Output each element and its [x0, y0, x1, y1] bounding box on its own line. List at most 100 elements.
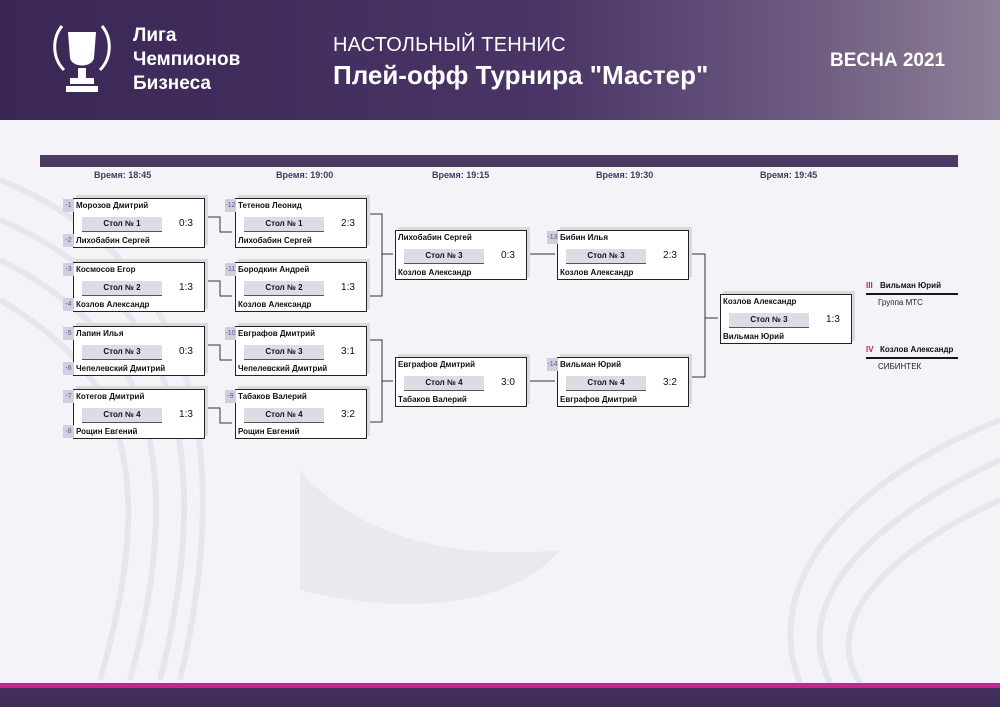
player-name: Рощин Евгений — [238, 427, 300, 436]
player-name: Лапин Илья — [76, 329, 124, 338]
match-score: 1:3 — [341, 282, 355, 293]
seed-tag: -1 — [63, 199, 74, 212]
time-bar — [40, 155, 958, 167]
player-name: Рощин Евгений — [76, 427, 138, 436]
seed-tag: -7 — [63, 390, 74, 403]
place-rank: IV — [866, 345, 874, 354]
table-label: Стол № 3 — [82, 345, 162, 360]
player-name: Табаков Валерий — [398, 395, 467, 404]
match-card: -1 -2 Морозов Дмитрий Стол № 1 0:3 Лихоб… — [63, 198, 205, 248]
match-card: -13 Бибин Илья Стол № 3 2:3 Козлов Алекс… — [547, 230, 689, 280]
seed-tag: -3 — [63, 263, 74, 276]
place-team: СИБИНТЕК — [878, 362, 922, 371]
table-label: Стол № 3 — [404, 249, 484, 264]
table-label: Стол № 2 — [82, 281, 162, 296]
match-score: 3:2 — [663, 377, 677, 388]
footer-bar — [0, 683, 1000, 707]
table-label: Стол № 3 — [244, 345, 324, 360]
player-name: Бородкин Андрей — [238, 265, 310, 274]
match-score: 3:0 — [501, 377, 515, 388]
table-label: Стол № 3 — [566, 249, 646, 264]
match-score: 0:3 — [501, 250, 515, 261]
player-name: Вильман Юрий — [723, 332, 784, 341]
table-label: Стол № 3 — [729, 313, 809, 328]
place-entry: III Вильман Юрий — [866, 281, 958, 295]
trophy-icon — [53, 25, 111, 92]
match-card: -5 -6 Лапин Илья Стол № 3 0:3 Чепелевски… — [63, 326, 205, 376]
player-name: Лихобабин Сергей — [238, 236, 312, 245]
table-label: Стол № 4 — [404, 376, 484, 391]
seed-tag: -9 — [225, 390, 236, 403]
match-card: -11 Бородкин Андрей Стол № 2 1:3 Козлов … — [225, 262, 367, 312]
final-match-card: Козлов Александр Стол № 3 1:3 Вильман Юр… — [720, 294, 852, 344]
page-title: Плей-офф Турнира "Мастер" — [333, 60, 709, 90]
player-name: Бибин Илья — [560, 233, 608, 242]
time-label: Время: 19:30 — [596, 170, 654, 180]
seed-tag: -14 — [547, 358, 558, 371]
time-label: Время: 19:00 — [276, 170, 334, 180]
place-team: Группа МТС — [878, 298, 923, 307]
match-score: 3:1 — [341, 346, 355, 357]
match-card: -12 Тетенов Леонид Стол № 1 2:3 Лихобаби… — [225, 198, 367, 248]
seed-tag: -12 — [225, 199, 236, 212]
match-score: 0:3 — [179, 218, 193, 229]
player-name: Морозов Дмитрий — [76, 201, 149, 210]
seed-tag: -13 — [547, 231, 558, 244]
place-entry: IV Козлов Александр — [866, 345, 958, 359]
seed-tag: -8 — [63, 425, 74, 438]
player-name: Евграфов Дмитрий — [238, 329, 316, 338]
player-name: Лихобабин Сергей — [398, 233, 472, 242]
match-score: 0:3 — [179, 346, 193, 357]
match-card: Лихобабин Сергей Стол № 3 0:3 Козлов Але… — [395, 230, 527, 280]
time-label: Время: 19:15 — [432, 170, 490, 180]
player-name: Козлов Александр — [723, 297, 797, 306]
seed-tag: -6 — [63, 362, 74, 375]
season-label: ВЕСНА 2021 — [830, 50, 946, 71]
player-name: Козлов Александр — [398, 268, 472, 277]
player-name: Табаков Валерий — [238, 392, 307, 401]
place-rank: III — [866, 281, 873, 290]
seed-tag: -4 — [63, 298, 74, 311]
match-card: -10 Евграфов Дмитрий Стол № 3 3:1 Чепеле… — [225, 326, 367, 376]
match-score: 1:3 — [179, 282, 193, 293]
player-name: Лихобабин Сергей — [76, 236, 150, 245]
table-label: Стол № 1 — [82, 217, 162, 232]
match-card: Евграфов Дмитрий Стол № 4 3:0 Табаков Ва… — [395, 357, 527, 407]
player-name: Вильман Юрий — [560, 360, 621, 369]
time-label: Время: 18:45 — [94, 170, 152, 180]
player-name: Котегов Дмитрий — [76, 392, 145, 401]
place-name: Вильман Юрий — [880, 281, 941, 290]
sport-label: НАСТОЛЬНЫЙ ТЕННИС — [333, 34, 566, 56]
match-card: -14 Вильман Юрий Стол № 4 3:2 Евграфов Д… — [547, 357, 689, 407]
match-card: -7 -8 Котегов Дмитрий Стол № 4 1:3 Рощин… — [63, 389, 205, 439]
player-name: Чепелевский Дмитрий — [76, 364, 166, 373]
table-label: Стол № 2 — [244, 281, 324, 296]
match-score: 2:3 — [341, 218, 355, 229]
table-label: Стол № 1 — [244, 217, 324, 232]
player-name: Козлов Александр — [560, 268, 634, 277]
match-score: 1:3 — [826, 314, 840, 325]
seed-tag: -2 — [63, 234, 74, 247]
player-name: Евграфов Дмитрий — [398, 360, 476, 369]
seed-tag: -10 — [225, 327, 236, 340]
match-score: 2:3 — [663, 250, 677, 261]
player-name: Тетенов Леонид — [238, 201, 302, 210]
table-label: Стол № 4 — [244, 408, 324, 423]
table-label: Стол № 4 — [566, 376, 646, 391]
place-name: Козлов Александр — [880, 345, 954, 354]
match-card: -3 -4 Космосов Егор Стол № 2 1:3 Козлов … — [63, 262, 205, 312]
match-card: -9 Табаков Валерий Стол № 4 3:2 Рощин Ев… — [225, 389, 367, 439]
player-name: Космосов Егор — [76, 265, 136, 274]
match-score: 1:3 — [179, 409, 193, 420]
player-name: Евграфов Дмитрий — [560, 395, 638, 404]
match-score: 3:2 — [341, 409, 355, 420]
seed-tag: -11 — [225, 263, 236, 276]
seed-tag: -5 — [63, 327, 74, 340]
header-banner: Лига Чемпионов Бизнеса НАСТОЛЬНЫЙ ТЕННИС… — [0, 0, 1000, 120]
time-label: Время: 19:45 — [760, 170, 818, 180]
player-name: Чепелевский Дмитрий — [238, 364, 328, 373]
league-name: Лига Чемпионов Бизнеса — [133, 25, 241, 94]
player-name: Козлов Александр — [238, 300, 312, 309]
table-label: Стол № 4 — [82, 408, 162, 423]
